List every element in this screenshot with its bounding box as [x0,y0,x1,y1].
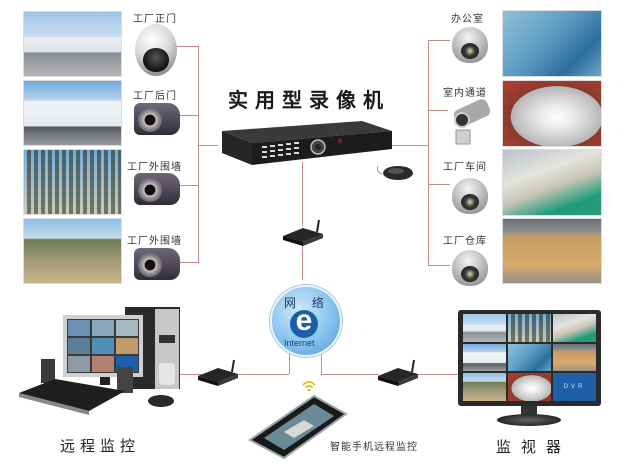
line-cam-workshop [428,184,450,185]
right-trunk-line [428,40,429,266]
photo-factory-workshop [502,149,602,216]
label-mobile-monitoring: 智能手机远程监控 [330,442,418,453]
box-camera-icon [453,99,491,145]
line-cam-main-gate [176,46,198,47]
left-trunk-line [198,46,199,263]
label-cam-office: 办公室 [451,14,484,25]
monitor-tile [463,343,506,372]
router-icon [198,359,238,386]
label-cam-workshop: 工厂车间 [443,162,487,173]
desktop-pc-icon [19,307,180,415]
monitor-tile [553,314,596,342]
monitor-tile [508,373,551,401]
internet-label: Internet [284,338,315,348]
photo-factory-main-gate [23,11,122,77]
bullet-camera-icon [134,248,180,280]
monitor-tile-dvr: DVR [553,373,596,401]
bullet-camera-icon [134,173,180,205]
line-pc-to-router [166,374,202,375]
label-cam-corridor: 室内通道 [443,88,487,99]
dome-camera-icon [452,27,488,63]
dvr-recorder-icon [222,121,392,165]
photo-office [502,10,602,77]
line-cam-office [428,40,450,41]
router-icon [283,219,323,246]
monitor-tile [553,343,596,372]
photo-factory-warehouse [502,218,602,284]
photo-factory-outer-wall-road [23,218,122,284]
label-monitor: 监视器 [496,438,572,456]
dome-camera-icon [452,178,488,214]
label-cam-main-gate: 工厂正门 [133,14,177,25]
line-cam-wall-2 [180,262,198,263]
line-router-to-monitor [414,374,458,375]
dome-camera-icon [452,250,488,286]
line-cam-warehouse [428,265,450,266]
line-cam-corridor [428,110,448,111]
mouse-icon [377,165,413,180]
photo-factory-outer-wall [23,149,122,215]
label-cam-back-gate: 工厂后门 [133,91,177,102]
label-remote-monitoring: 远程监控 [60,437,141,455]
label-cam-warehouse: 工厂仓库 [443,236,487,247]
line-left-to-dvr [198,145,218,146]
line-router-to-globe [302,246,303,280]
photo-indoor-corridor [502,80,602,147]
diagram-title: 实用型录像机 [228,88,390,112]
line-right-to-dvr [392,145,428,146]
router-icon [378,359,418,386]
line-globe-to-router-right [321,374,379,375]
smartphone-icon [248,394,348,460]
monitor-screen-grid: DVR [463,314,596,401]
dome-camera-icon [135,24,177,76]
e-logo-icon [290,304,318,338]
wifi-signal-icon [302,381,316,392]
monitor-tile [463,373,506,401]
monitor-tile [463,314,506,342]
monitor-tile [508,343,551,372]
line-cam-back-gate [180,115,198,116]
line-globe-right-drop [321,352,322,374]
line-globe-left-drop [289,352,290,374]
monitor-stand-base [497,414,561,426]
line-cam-wall-1 [180,185,198,186]
photo-factory-back-gate [23,80,122,146]
line-dvr-to-router [302,162,303,226]
bullet-camera-icon [134,103,180,135]
label-cam-wall-2: 工厂外围墙 [127,236,182,247]
monitor-tile [508,314,551,342]
line-router-to-globe-left [236,374,289,375]
label-cam-wall-1: 工厂外围墙 [127,162,182,173]
